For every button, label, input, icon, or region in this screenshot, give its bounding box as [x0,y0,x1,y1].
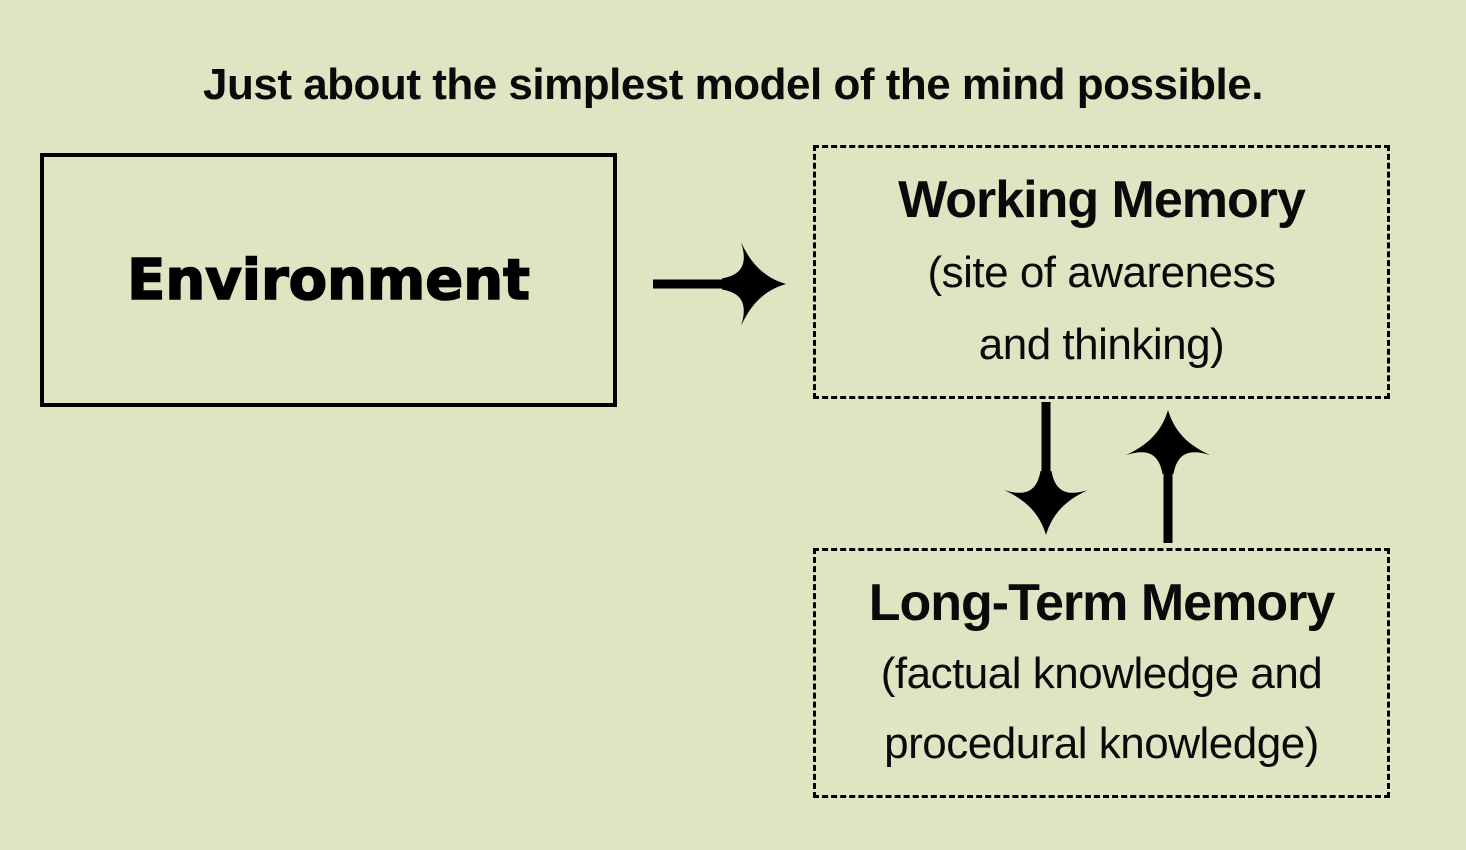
long-term-memory-box: Long-Term Memory (factual knowledge and … [813,548,1390,798]
working-memory-subtitle-line1: (site of awareness [927,247,1276,297]
environment-box: Environment [40,153,617,407]
long-term-memory-title: Long-Term Memory [868,573,1336,632]
working-memory-title: Working Memory [898,170,1306,229]
working-memory-box: Working Memory (site of awareness and th… [813,145,1390,399]
arrow-long-term-memory-to-working-memory [1126,410,1210,543]
long-term-memory-subtitle-line2: procedural knowledge) [884,718,1319,768]
arrow-environment-to-working-memory [653,242,786,326]
long-term-memory-subtitle-line1: (factual knowledge and [880,648,1323,698]
working-memory-subtitle-line2: and thinking) [978,319,1225,369]
diagram-title: Just about the simplest model of the min… [203,60,1263,109]
environment-label: Environment [126,247,530,314]
arrow-working-memory-to-long-term-memory [1004,402,1088,535]
